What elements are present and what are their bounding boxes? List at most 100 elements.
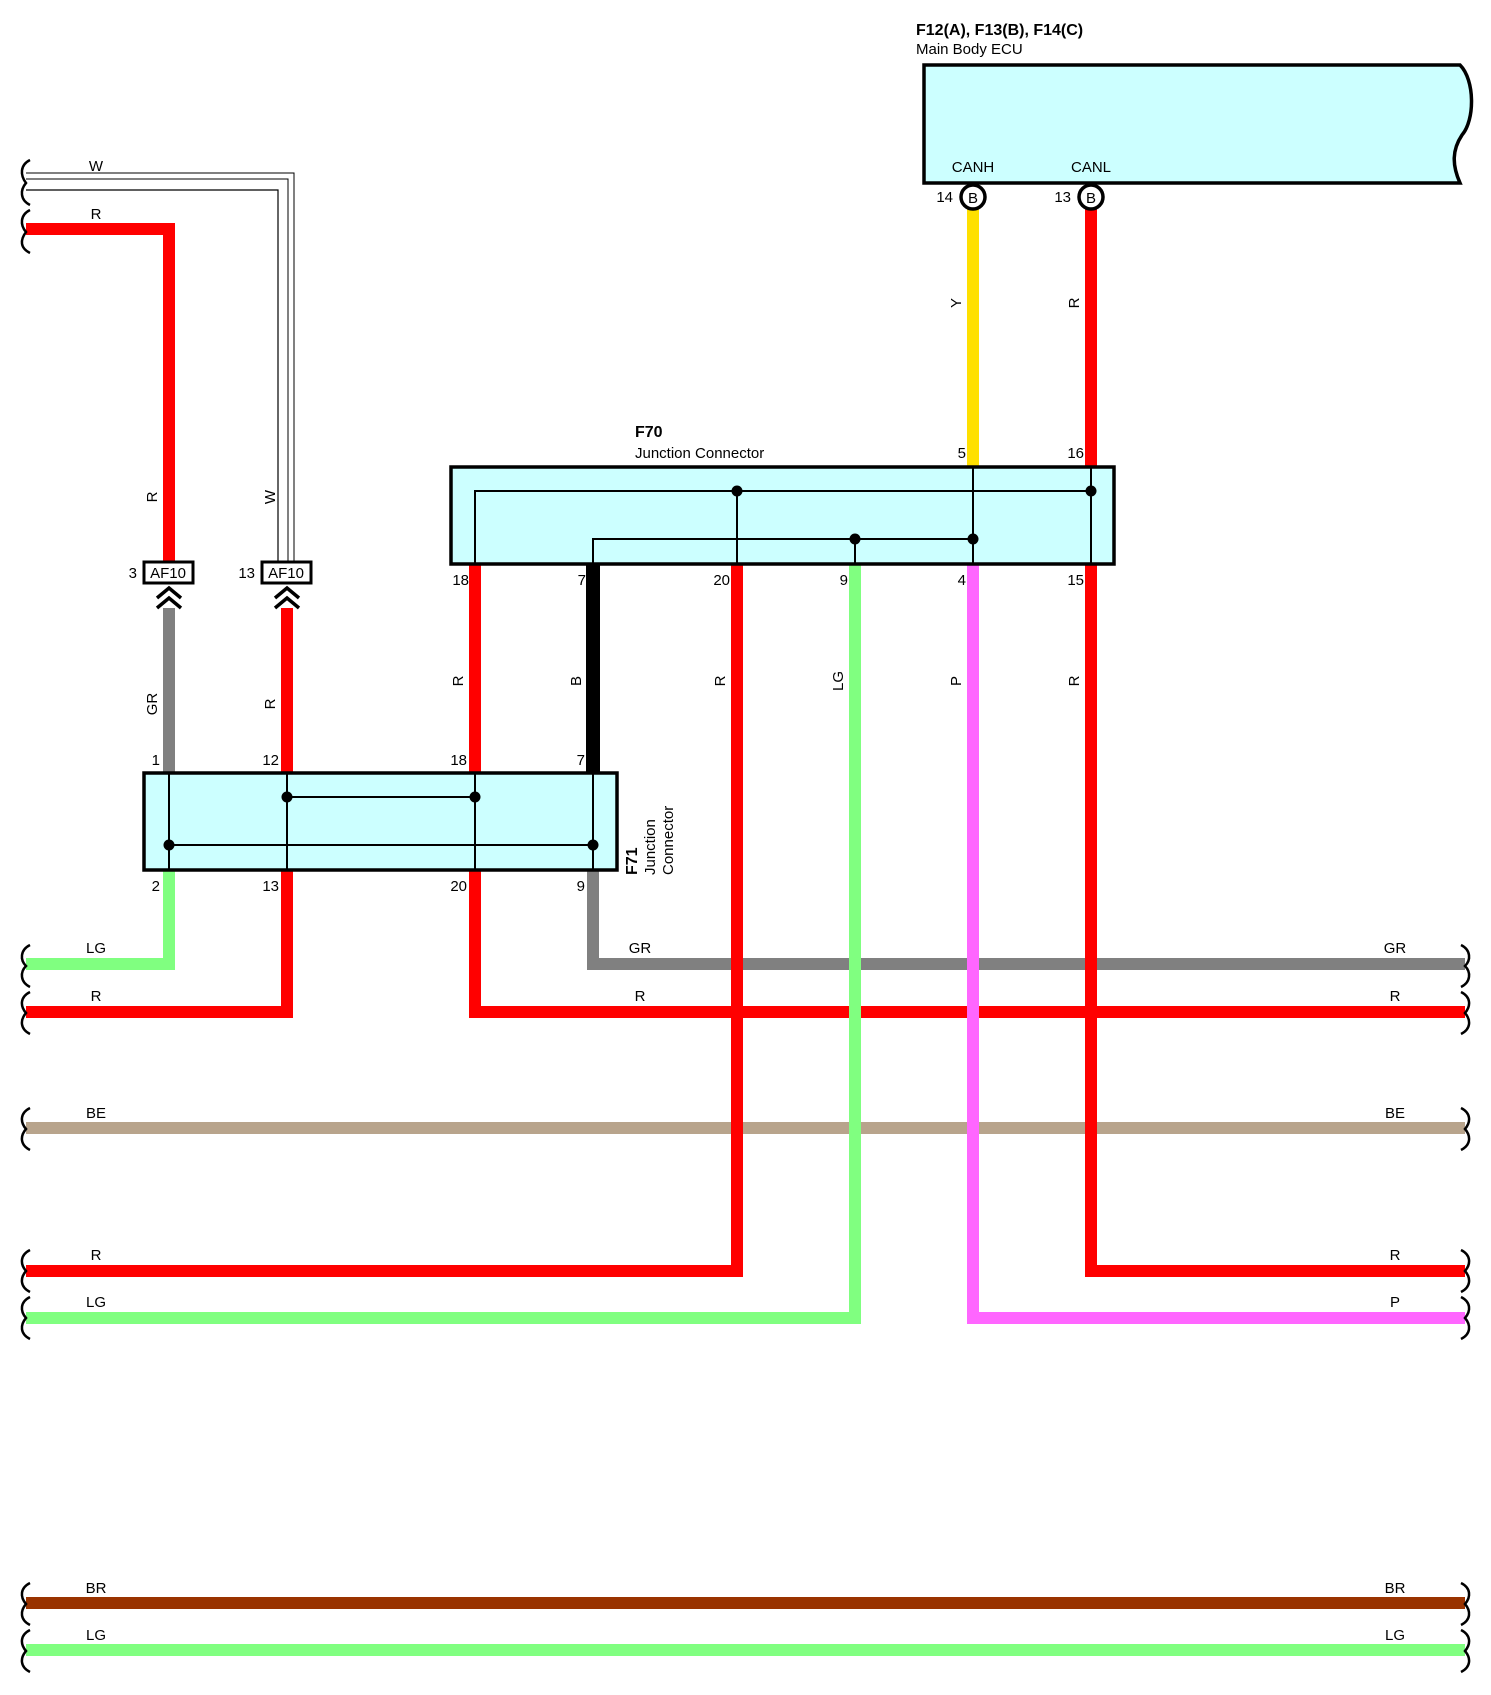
ecu-pin-canl-terminal	[1077, 183, 1105, 211]
af10-num-1: 3	[129, 565, 137, 582]
ecu-pin-canh-label: CANH	[952, 159, 995, 176]
wire-label: P	[948, 676, 965, 686]
f70-pin-4: 4	[958, 572, 966, 589]
wire-label: LG	[86, 1627, 106, 1644]
wire-label: R	[91, 988, 102, 1005]
f70-title: F70	[635, 424, 663, 441]
wire-label: GR	[1384, 940, 1407, 957]
f71-pin-2: 2	[152, 878, 160, 895]
f70-pin-7: 7	[578, 572, 586, 589]
wire-label: R	[1390, 988, 1401, 1005]
f71-node	[587, 839, 599, 851]
f70-pin-15: 15	[1067, 572, 1084, 589]
f71-pin-12: 12	[262, 752, 279, 769]
wire-label: LG	[86, 1294, 106, 1311]
f70-bus-1	[474, 490, 1092, 564]
f71-name-1: Junction	[642, 819, 659, 875]
wire-label: R	[1066, 297, 1083, 308]
brace-left-3	[20, 943, 31, 989]
f71-pin-1: 1	[152, 752, 160, 769]
brace-left-1	[20, 158, 31, 207]
brace-right-6	[1460, 1581, 1471, 1627]
f70-junction-connector: F70 Junction Connector 5 16 18 7 20 9 4 …	[449, 424, 1116, 589]
wire-label: R	[91, 1247, 102, 1264]
wire-label: P	[1390, 1294, 1400, 1311]
f71-pin-7: 7	[577, 752, 585, 769]
f70-pin-9: 9	[840, 572, 848, 589]
f70-node	[967, 533, 979, 545]
f71-junction-connector: 1 12 18 7 2 13 20 9 F71 Junction Connect…	[142, 752, 677, 895]
brace-left-8	[20, 1581, 31, 1627]
brace-right-2	[1460, 990, 1471, 1036]
ecu-pin-canh-conn: B	[968, 190, 978, 207]
brace-right-1	[1460, 943, 1471, 989]
wire-label: BE	[1385, 1105, 1405, 1122]
ecu-pin-canl-conn: B	[1086, 190, 1096, 207]
f70-node	[1085, 485, 1097, 497]
wire-label: B	[568, 676, 585, 686]
wire-p-f70-4	[967, 564, 1465, 1324]
f70-box	[449, 465, 1116, 566]
ecu-pin-canl-label: CANL	[1071, 159, 1111, 176]
brace-left-5	[20, 1106, 31, 1152]
brace-left-6	[20, 1248, 31, 1294]
wire-label: R	[144, 491, 161, 502]
f70-name: Junction Connector	[635, 445, 764, 462]
f71-pin-18: 18	[450, 752, 467, 769]
wire-lg-f70-9	[26, 564, 861, 1324]
ecu-title: F12(A), F13(B), F14(C)	[916, 22, 1083, 39]
wire-label: BR	[1385, 1580, 1406, 1597]
f71-node	[163, 839, 175, 851]
f71-node	[469, 791, 481, 803]
brace-right-3	[1460, 1106, 1471, 1152]
wire-label: R	[91, 206, 102, 223]
wire-lg-1	[26, 871, 175, 970]
wire-gr-mid	[587, 871, 1465, 970]
wire-label: Y	[948, 298, 965, 308]
brace-right-4	[1460, 1248, 1471, 1294]
f71-name-2: Connector	[660, 806, 677, 875]
af10-chevron-icon	[155, 585, 183, 610]
brace-left-2	[20, 208, 31, 255]
wire-label: GR	[144, 693, 161, 716]
wire-label: LG	[86, 940, 106, 957]
af10-num-2: 13	[238, 565, 255, 582]
f71-title: F71	[624, 847, 641, 875]
wire-label: W	[262, 489, 279, 504]
brace-left-7	[20, 1295, 31, 1341]
main-body-ecu: F12(A), F13(B), F14(C) Main Body ECU CAN…	[916, 22, 1474, 211]
ecu-pin-canl-num: 13	[1054, 189, 1071, 206]
af10-box-2	[260, 560, 313, 585]
wire-w-top-core	[26, 173, 294, 568]
ecu-box	[922, 63, 1474, 185]
wire-label: LG	[830, 671, 847, 691]
f70-node	[849, 533, 861, 545]
f70-pin-5: 5	[958, 445, 966, 462]
f71-box	[142, 771, 619, 872]
wire-label: R	[262, 698, 279, 709]
wire-r-2	[26, 871, 293, 1018]
f70-pin-16: 16	[1067, 445, 1084, 462]
brace-right-5	[1460, 1295, 1471, 1341]
wire-label: R	[1390, 1247, 1401, 1264]
f71-pin-9: 9	[577, 878, 585, 895]
wire-label: R	[712, 675, 729, 686]
wire-label: R	[450, 675, 467, 686]
af10-name-1: AF10	[150, 565, 186, 582]
wire-label: BR	[86, 1580, 107, 1597]
wire-r-top	[26, 223, 175, 568]
af10-chevron-icon	[273, 585, 301, 610]
ecu-pin-canh-terminal	[959, 183, 987, 211]
f71-pin-13: 13	[262, 878, 279, 895]
f70-bus-2	[592, 538, 973, 564]
f70-pin-20: 20	[713, 572, 730, 589]
f70-pin-18: 18	[452, 572, 469, 589]
wire-label: LG	[1385, 1627, 1405, 1644]
wire-label: GR	[629, 940, 652, 957]
f70-node	[731, 485, 743, 497]
wire-w-top-2	[26, 189, 279, 568]
wire-label: R	[1066, 675, 1083, 686]
f71-node	[281, 791, 293, 803]
wire-r-f70-20	[26, 564, 743, 1277]
